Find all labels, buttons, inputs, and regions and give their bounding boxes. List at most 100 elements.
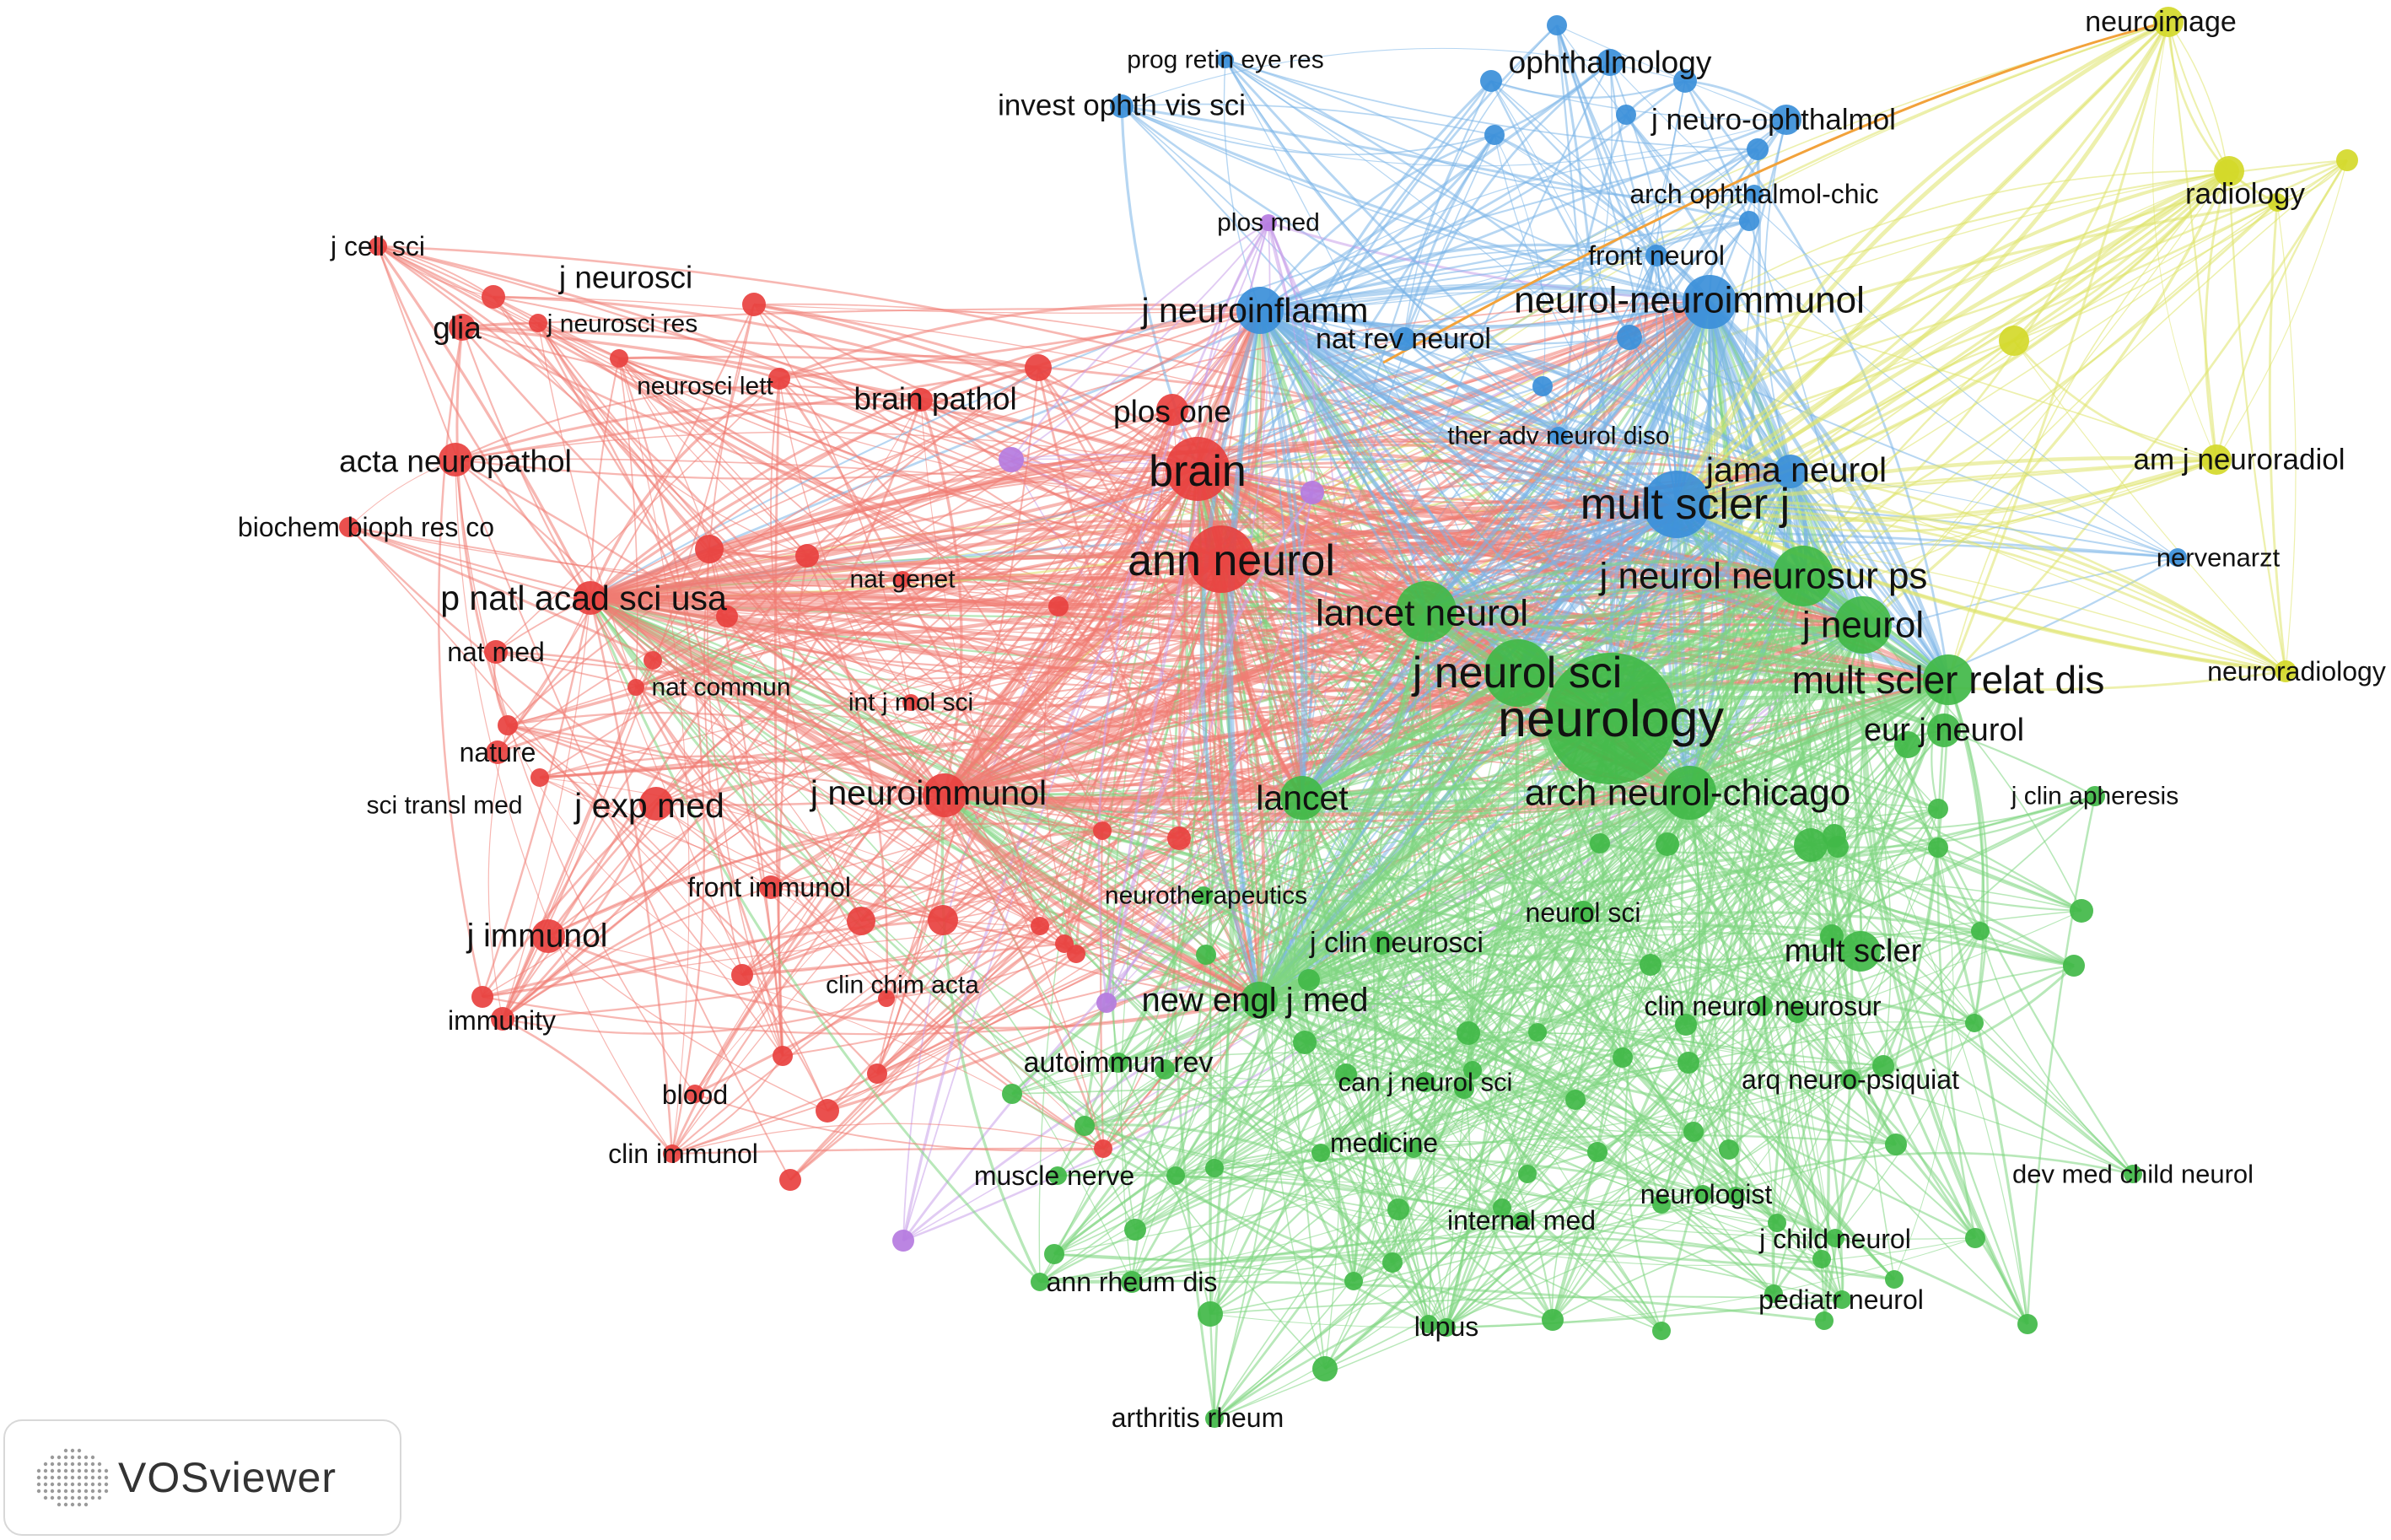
network-node[interactable] (768, 368, 790, 390)
network-node[interactable] (1815, 1311, 1834, 1330)
node-clin-chim-acta[interactable] (1055, 934, 1074, 953)
node-lupus[interactable] (1437, 1318, 1456, 1337)
network-node[interactable] (1719, 1139, 1739, 1160)
network-node[interactable] (1794, 828, 1828, 862)
network-node[interactable] (1031, 917, 1049, 935)
network-node[interactable] (1198, 1301, 1223, 1327)
network-node[interactable] (1298, 969, 1320, 991)
node-internal-med[interactable] (1512, 1212, 1531, 1230)
network-node[interactable] (1547, 15, 1567, 35)
network-node[interactable] (1387, 1198, 1409, 1220)
network-node[interactable] (1652, 1195, 1671, 1214)
network-node[interactable] (1093, 821, 1112, 840)
node-clin-neurol-neurosur[interactable] (1753, 996, 1773, 1016)
node-j-neurol-sci[interactable] (1484, 639, 1552, 707)
node-j-immunol[interactable] (531, 919, 565, 953)
network-node[interactable] (1457, 1021, 1480, 1045)
network-node[interactable] (1532, 376, 1553, 396)
node-blood[interactable] (686, 1085, 704, 1103)
node-brain[interactable] (1166, 437, 1230, 501)
network-node[interactable] (1885, 1270, 1904, 1289)
node-invest-ophth-vis-sci[interactable] (1110, 94, 1134, 118)
network-node[interactable] (1493, 1198, 1511, 1217)
node-mult-scler-relat-dis[interactable] (1923, 654, 1974, 705)
node-front-neurol[interactable] (1645, 245, 1667, 267)
node-arch-neurol-chicago[interactable] (1662, 766, 1716, 820)
network-node[interactable] (1965, 1014, 1984, 1032)
network-node[interactable] (1739, 211, 1759, 231)
node-nat-med[interactable] (484, 640, 508, 664)
node-j-cell-sci[interactable] (369, 237, 387, 256)
network-node[interactable] (779, 1169, 801, 1191)
network-node[interactable] (1155, 1059, 1175, 1080)
network-node[interactable] (471, 986, 493, 1008)
node-autoimmun-rev[interactable] (1108, 1053, 1128, 1073)
network-node[interactable] (1640, 954, 1661, 976)
network-node[interactable] (1002, 1084, 1022, 1104)
network-node[interactable] (1044, 1244, 1064, 1264)
network-node[interactable] (1031, 1273, 1049, 1291)
node-acta-neuropathol[interactable] (439, 443, 472, 477)
network-node[interactable] (795, 544, 819, 568)
network-node[interactable] (1301, 481, 1324, 504)
network-node[interactable] (2063, 955, 2085, 977)
network-node[interactable] (892, 1230, 914, 1252)
network-node[interactable] (1971, 922, 1990, 940)
network-node[interactable] (1463, 1061, 1482, 1080)
network-node[interactable] (1683, 1122, 1704, 1142)
node-j-neurosci-res[interactable] (529, 314, 547, 332)
node-clin-immunol[interactable] (663, 1144, 681, 1163)
node-neurotherapeutics[interactable] (1194, 886, 1213, 905)
network-node[interactable] (1999, 326, 2029, 356)
node-dev-med-child-neurol[interactable] (2124, 1165, 2142, 1183)
network-node[interactable] (1335, 1063, 1357, 1085)
node-arthritis-rheum[interactable] (1205, 1409, 1224, 1428)
node-neurol-sci[interactable] (1571, 901, 1595, 924)
node-plos-one[interactable] (1156, 394, 1188, 426)
network-node[interactable] (1312, 1356, 1338, 1381)
network-node[interactable] (1617, 325, 1642, 350)
node-medicine[interactable] (1375, 1134, 1393, 1153)
network-node[interactable] (816, 1099, 839, 1123)
node-neurology[interactable] (1545, 653, 1677, 784)
node-j-exp-med[interactable] (639, 787, 673, 821)
node-arch-ophthalmol-chic[interactable] (1745, 185, 1764, 203)
node-pediatr-neurol[interactable] (1833, 1290, 1851, 1309)
network-node[interactable] (1404, 1139, 1423, 1158)
network-node[interactable] (1872, 1055, 1894, 1077)
network-node[interactable] (1965, 1228, 1985, 1248)
network-node[interactable] (1675, 1014, 1697, 1036)
node-biochem-bioph-res-co[interactable] (339, 517, 359, 537)
network-node[interactable] (1726, 1187, 1745, 1205)
network-node[interactable] (2336, 149, 2358, 171)
network-node[interactable] (1885, 1133, 1907, 1155)
network-node[interactable] (847, 907, 875, 935)
network-node[interactable] (1167, 827, 1191, 850)
network-node[interactable] (1812, 1250, 1831, 1268)
node-nature[interactable] (486, 740, 509, 764)
network-node[interactable] (867, 1063, 887, 1084)
network-node[interactable] (1196, 945, 1216, 965)
network-node[interactable] (1480, 70, 1502, 92)
network-node[interactable] (1074, 1116, 1095, 1136)
network-node[interactable] (1652, 1322, 1671, 1340)
network-node[interactable] (498, 715, 518, 735)
network-node[interactable] (1565, 1090, 1586, 1110)
network-node[interactable] (2017, 1314, 2038, 1334)
network-node[interactable] (1587, 1142, 1607, 1162)
network-node[interactable] (1454, 1079, 1474, 1099)
network-node[interactable] (1528, 1023, 1547, 1042)
node-brain-pathol[interactable] (909, 388, 933, 412)
node-j-neuroinflamm[interactable] (1236, 287, 1284, 334)
node-mult-scler-j[interactable] (1643, 471, 1710, 538)
node-immunity[interactable] (491, 1007, 514, 1031)
node-neurosci-lett[interactable] (610, 349, 628, 368)
node-radiology[interactable] (2214, 156, 2244, 186)
node-ther-adv-neurol-diso[interactable] (1549, 427, 1568, 445)
network-node[interactable] (1518, 1165, 1537, 1183)
node-nat-rev-neurol[interactable] (1392, 327, 1416, 351)
network-node[interactable] (1311, 1144, 1330, 1162)
node-nervenarzt[interactable] (2168, 548, 2187, 567)
node-neuroradiology[interactable] (2275, 660, 2297, 682)
node-j-clin-neurosci[interactable] (1370, 931, 1393, 955)
